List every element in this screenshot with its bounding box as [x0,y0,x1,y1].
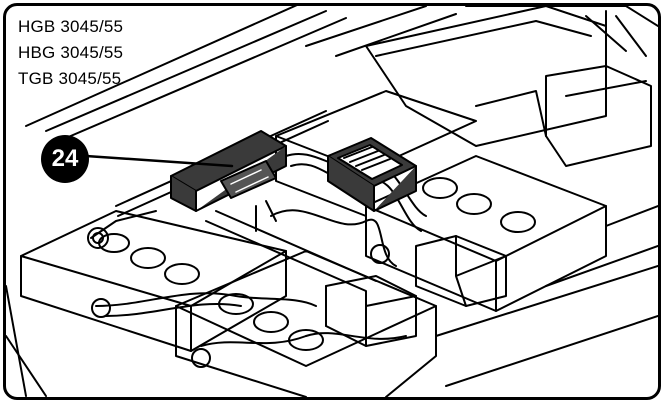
model-name: TGB 3045/55 [18,69,122,88]
battery-right [365,155,607,312]
model-list: HGB 3045/55 HBG 3045/55 TGB 3045/55 [18,14,123,92]
model-name: HGB 3045/55 [18,17,124,36]
callout-leader-line [84,154,234,168]
model-name: HBG 3045/55 [18,43,124,62]
callout-number-badge: 24 [41,135,89,183]
chassis-lines [6,6,658,397]
connector-plug-icon [170,130,287,212]
battery-front-left [20,210,287,352]
tray-divider [205,200,377,307]
battery-front-center [175,250,437,397]
upper-recess [365,6,652,167]
battery-compartment-drawing [6,6,658,397]
diagram-frame: HGB 3045/55 HBG 3045/55 TGB 3045/55 24 [3,3,661,400]
connector-socket [327,137,417,212]
